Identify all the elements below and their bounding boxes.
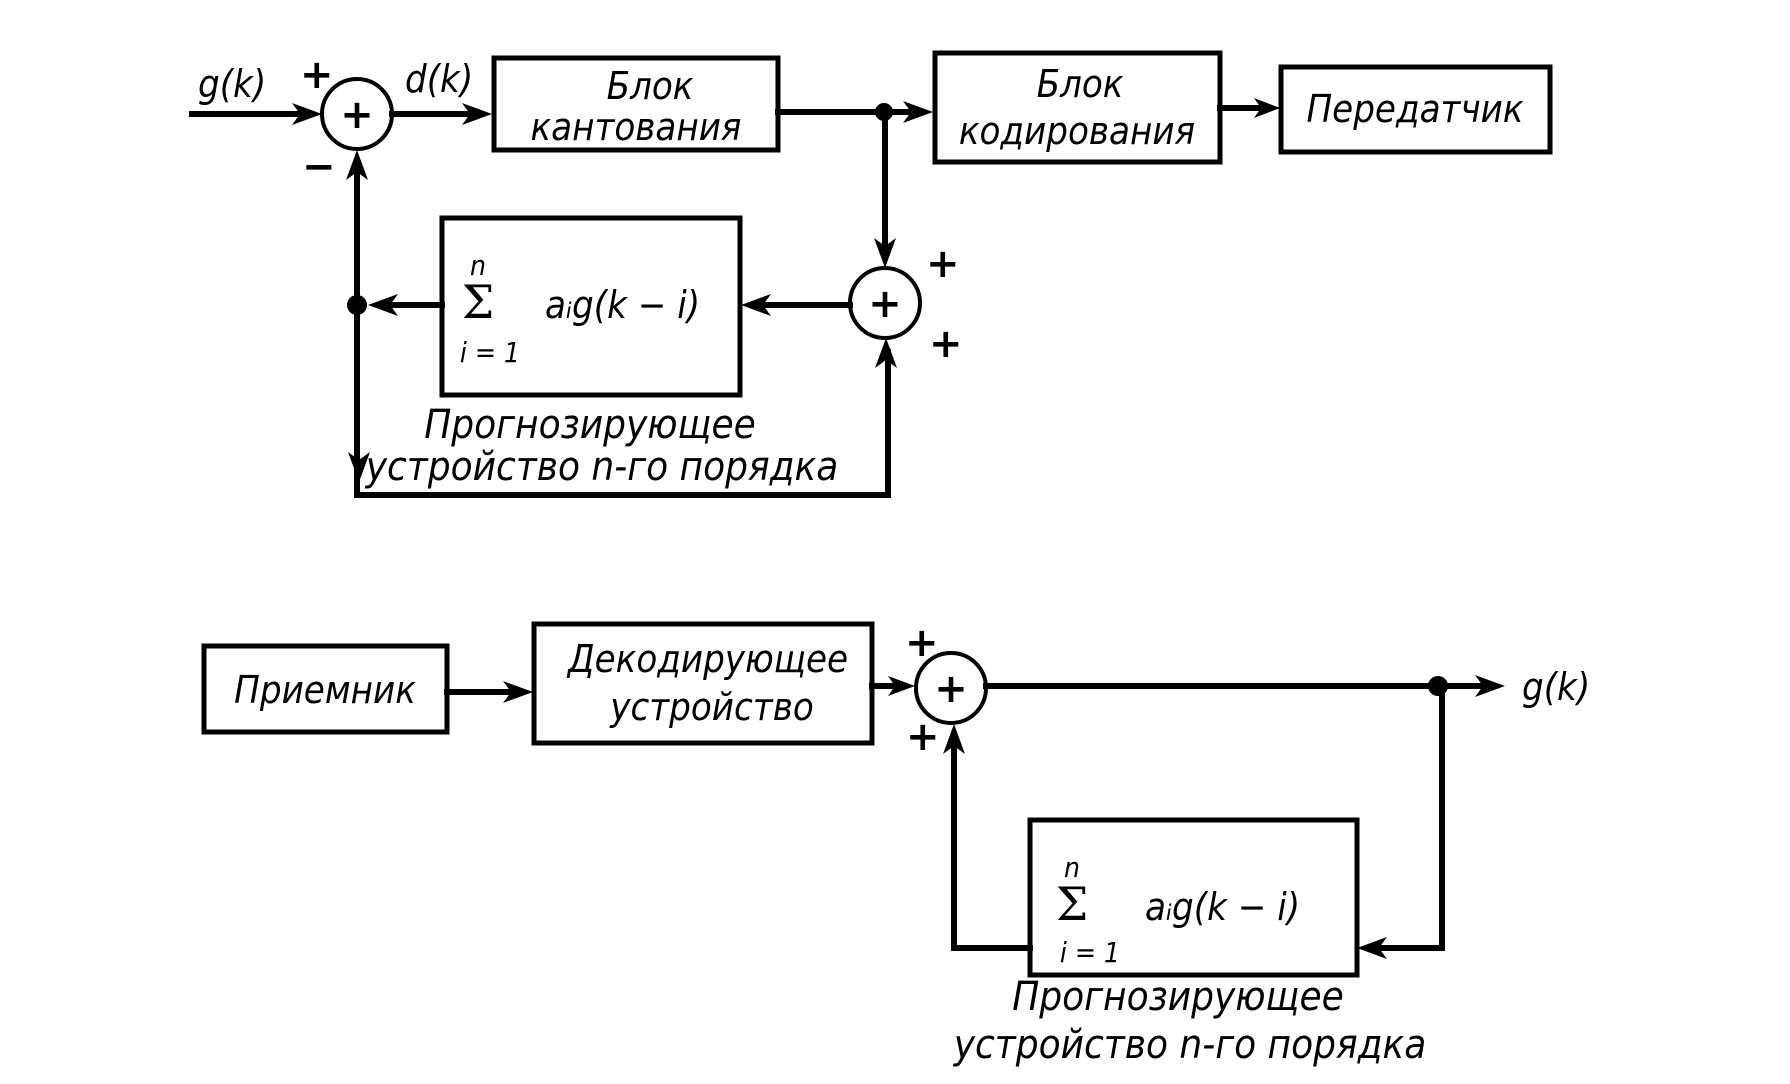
quantizer-block: Блок кантования xyxy=(491,55,781,153)
decoding-device-label-line2: устройство xyxy=(609,685,814,729)
encoder-section: g(k) + − + d(k) Блок кантования Блок код… xyxy=(189,50,1553,498)
decoder-input-arrow xyxy=(503,681,533,703)
decoder-predictor-input-arrow xyxy=(1357,937,1387,959)
quantizer-label-line1: Блок xyxy=(607,64,694,108)
summer2-bottom-plus-sign: + xyxy=(929,321,963,367)
summer1-node: + xyxy=(320,77,394,151)
error-signal-label: d(k) xyxy=(405,57,473,101)
decoder-sum-lower-limit: i = 1 xyxy=(1060,936,1120,969)
encoder-predictor-caption-line1: Прогнозирующее xyxy=(424,402,756,448)
summer1-symbol: + xyxy=(340,92,374,138)
output-signal-label: g(k) xyxy=(1522,665,1590,709)
coder-label-line1: Блок xyxy=(1037,62,1124,106)
decoder-summer-symbol: + xyxy=(934,666,968,712)
decoder-predictor-expression: aᵢg(k − i) xyxy=(1145,885,1300,929)
transmitter-input-arrow xyxy=(1254,98,1280,118)
receiver-box xyxy=(201,643,450,735)
decoder-sigma-symbol: Σ xyxy=(1056,877,1089,931)
quantizer-label-line2: кантования xyxy=(530,105,741,149)
feedback-down-arrow xyxy=(348,452,370,482)
decoder-summer-bottom-plus-sign: + xyxy=(906,714,940,760)
encoder-predictor-block: n Σ i = 1 aᵢg(k − i) xyxy=(439,215,743,398)
summer2-symbol: + xyxy=(868,281,902,327)
receiver-label: Приемник xyxy=(234,668,416,712)
summer2-top-arrow xyxy=(874,238,896,268)
decoder-section: Приемник Декодирующее устройство + + + g… xyxy=(201,620,1590,1068)
encoder-sum-upper-limit: n xyxy=(470,249,486,282)
decoder-predictor-caption-line1: Прогнозирующее xyxy=(1012,974,1344,1020)
decoding-device-box xyxy=(531,621,875,746)
decoder-summer-top-plus-sign: + xyxy=(905,620,939,666)
input-signal-label: g(k) xyxy=(198,62,266,106)
decoder-sum-upper-limit: n xyxy=(1064,851,1080,884)
coder-block: Блок кодирования xyxy=(932,50,1223,165)
decoder-predictor-block: n Σ i = 1 aᵢg(k − i) xyxy=(1027,817,1360,978)
decoder-summer-bottom-arrow xyxy=(943,724,965,754)
summer1-plus-sign: + xyxy=(300,52,334,98)
summer2-node: + xyxy=(848,266,922,340)
decoder-summer-input-arrow xyxy=(888,676,915,696)
encoder-predictor-expression: aᵢg(k − i) xyxy=(545,283,700,327)
decoding-device-label-line1: Декодирующее xyxy=(566,637,848,681)
decoder-predictor-box xyxy=(1027,817,1360,978)
summer1-bottom-arrow xyxy=(346,150,368,180)
summer1-minus-sign: − xyxy=(302,144,336,190)
predictor-input-arrow xyxy=(741,294,771,316)
predictor-output-arrow xyxy=(368,294,398,316)
receiver-block: Приемник xyxy=(201,643,450,735)
transmitter-label: Передатчик xyxy=(1306,87,1523,131)
coder-input-arrow xyxy=(903,101,933,123)
encoder-sum-lower-limit: i = 1 xyxy=(460,336,520,369)
output-arrow xyxy=(1475,675,1505,697)
encoder-sigma-symbol: Σ xyxy=(462,275,495,329)
summer2-bottom-arrow xyxy=(875,338,897,368)
input-arrow xyxy=(292,103,322,125)
summer2-top-plus-sign: + xyxy=(926,241,960,287)
quantizer-box xyxy=(491,55,781,153)
decoding-device-block: Декодирующее устройство xyxy=(531,621,875,746)
transmitter-box xyxy=(1278,64,1553,155)
decoder-predictor-caption-line2: устройство n-го порядка xyxy=(953,1022,1427,1068)
encoder-predictor-caption-line2: устройство n-го порядка xyxy=(365,444,839,490)
decoder-summer-node: + xyxy=(914,651,988,725)
coder-label-line2: кодирования xyxy=(959,109,1195,153)
error-arrow xyxy=(462,103,492,125)
transmitter-block: Передатчик xyxy=(1278,64,1553,155)
